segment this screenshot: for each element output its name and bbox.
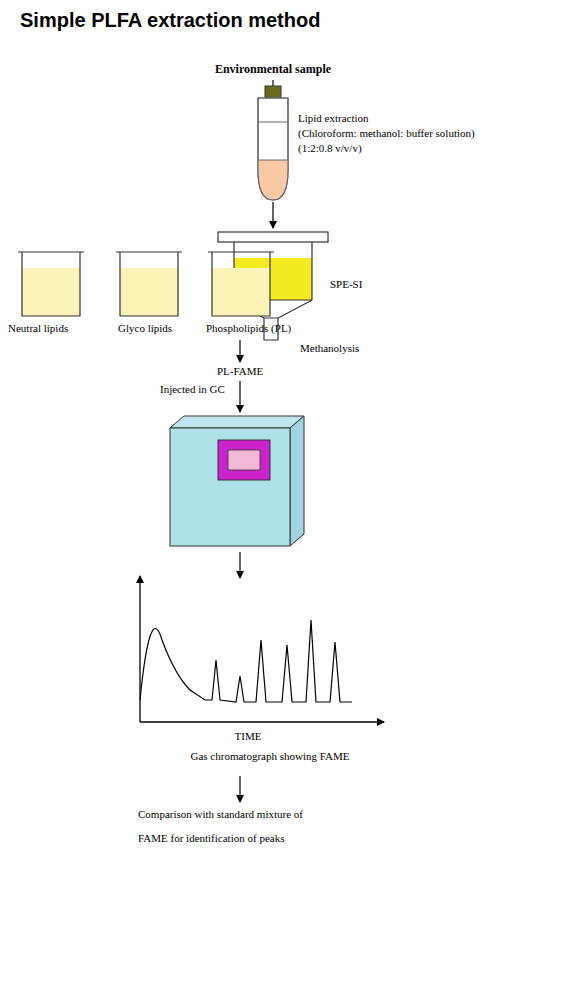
chromatogram (140, 576, 384, 722)
step-label: (Chloroform: methanol: buffer solution) (298, 127, 475, 140)
step-label: (1:2:0.8 v/v/v) (298, 142, 362, 155)
diagram-title: Simple PLFA extraction method (20, 8, 320, 32)
extraction-tube (258, 86, 288, 200)
product-label: PL-FAME (217, 365, 263, 378)
step-label: SPE-SI (330, 278, 362, 291)
step-label: Injected in GC (160, 383, 225, 396)
flow-arrow (272, 202, 273, 228)
figure-caption: Gas chromatograph showing FAME (191, 750, 350, 763)
result-label: Comparison with standard mixture of (138, 808, 303, 821)
step-label: Lipid extraction (298, 112, 369, 125)
flow-arrow (239, 552, 240, 578)
fraction-label: Neutral lipids (8, 322, 68, 335)
flow-arrow (272, 80, 273, 86)
collection-beakers (18, 252, 274, 316)
sample-label: Environmental sample (215, 62, 331, 76)
axis-label: TIME (235, 730, 262, 743)
fraction-label: Glyco lipids (118, 322, 172, 335)
flow-arrow (239, 776, 240, 802)
flow-arrow (239, 381, 240, 412)
step-label: Methanolysis (300, 342, 359, 355)
result-label: FAME for identification of peaks (138, 832, 284, 845)
fraction-label: Phospholipids (PL) (206, 322, 291, 335)
flow-arrow (239, 340, 240, 362)
gc-instrument (170, 416, 304, 546)
